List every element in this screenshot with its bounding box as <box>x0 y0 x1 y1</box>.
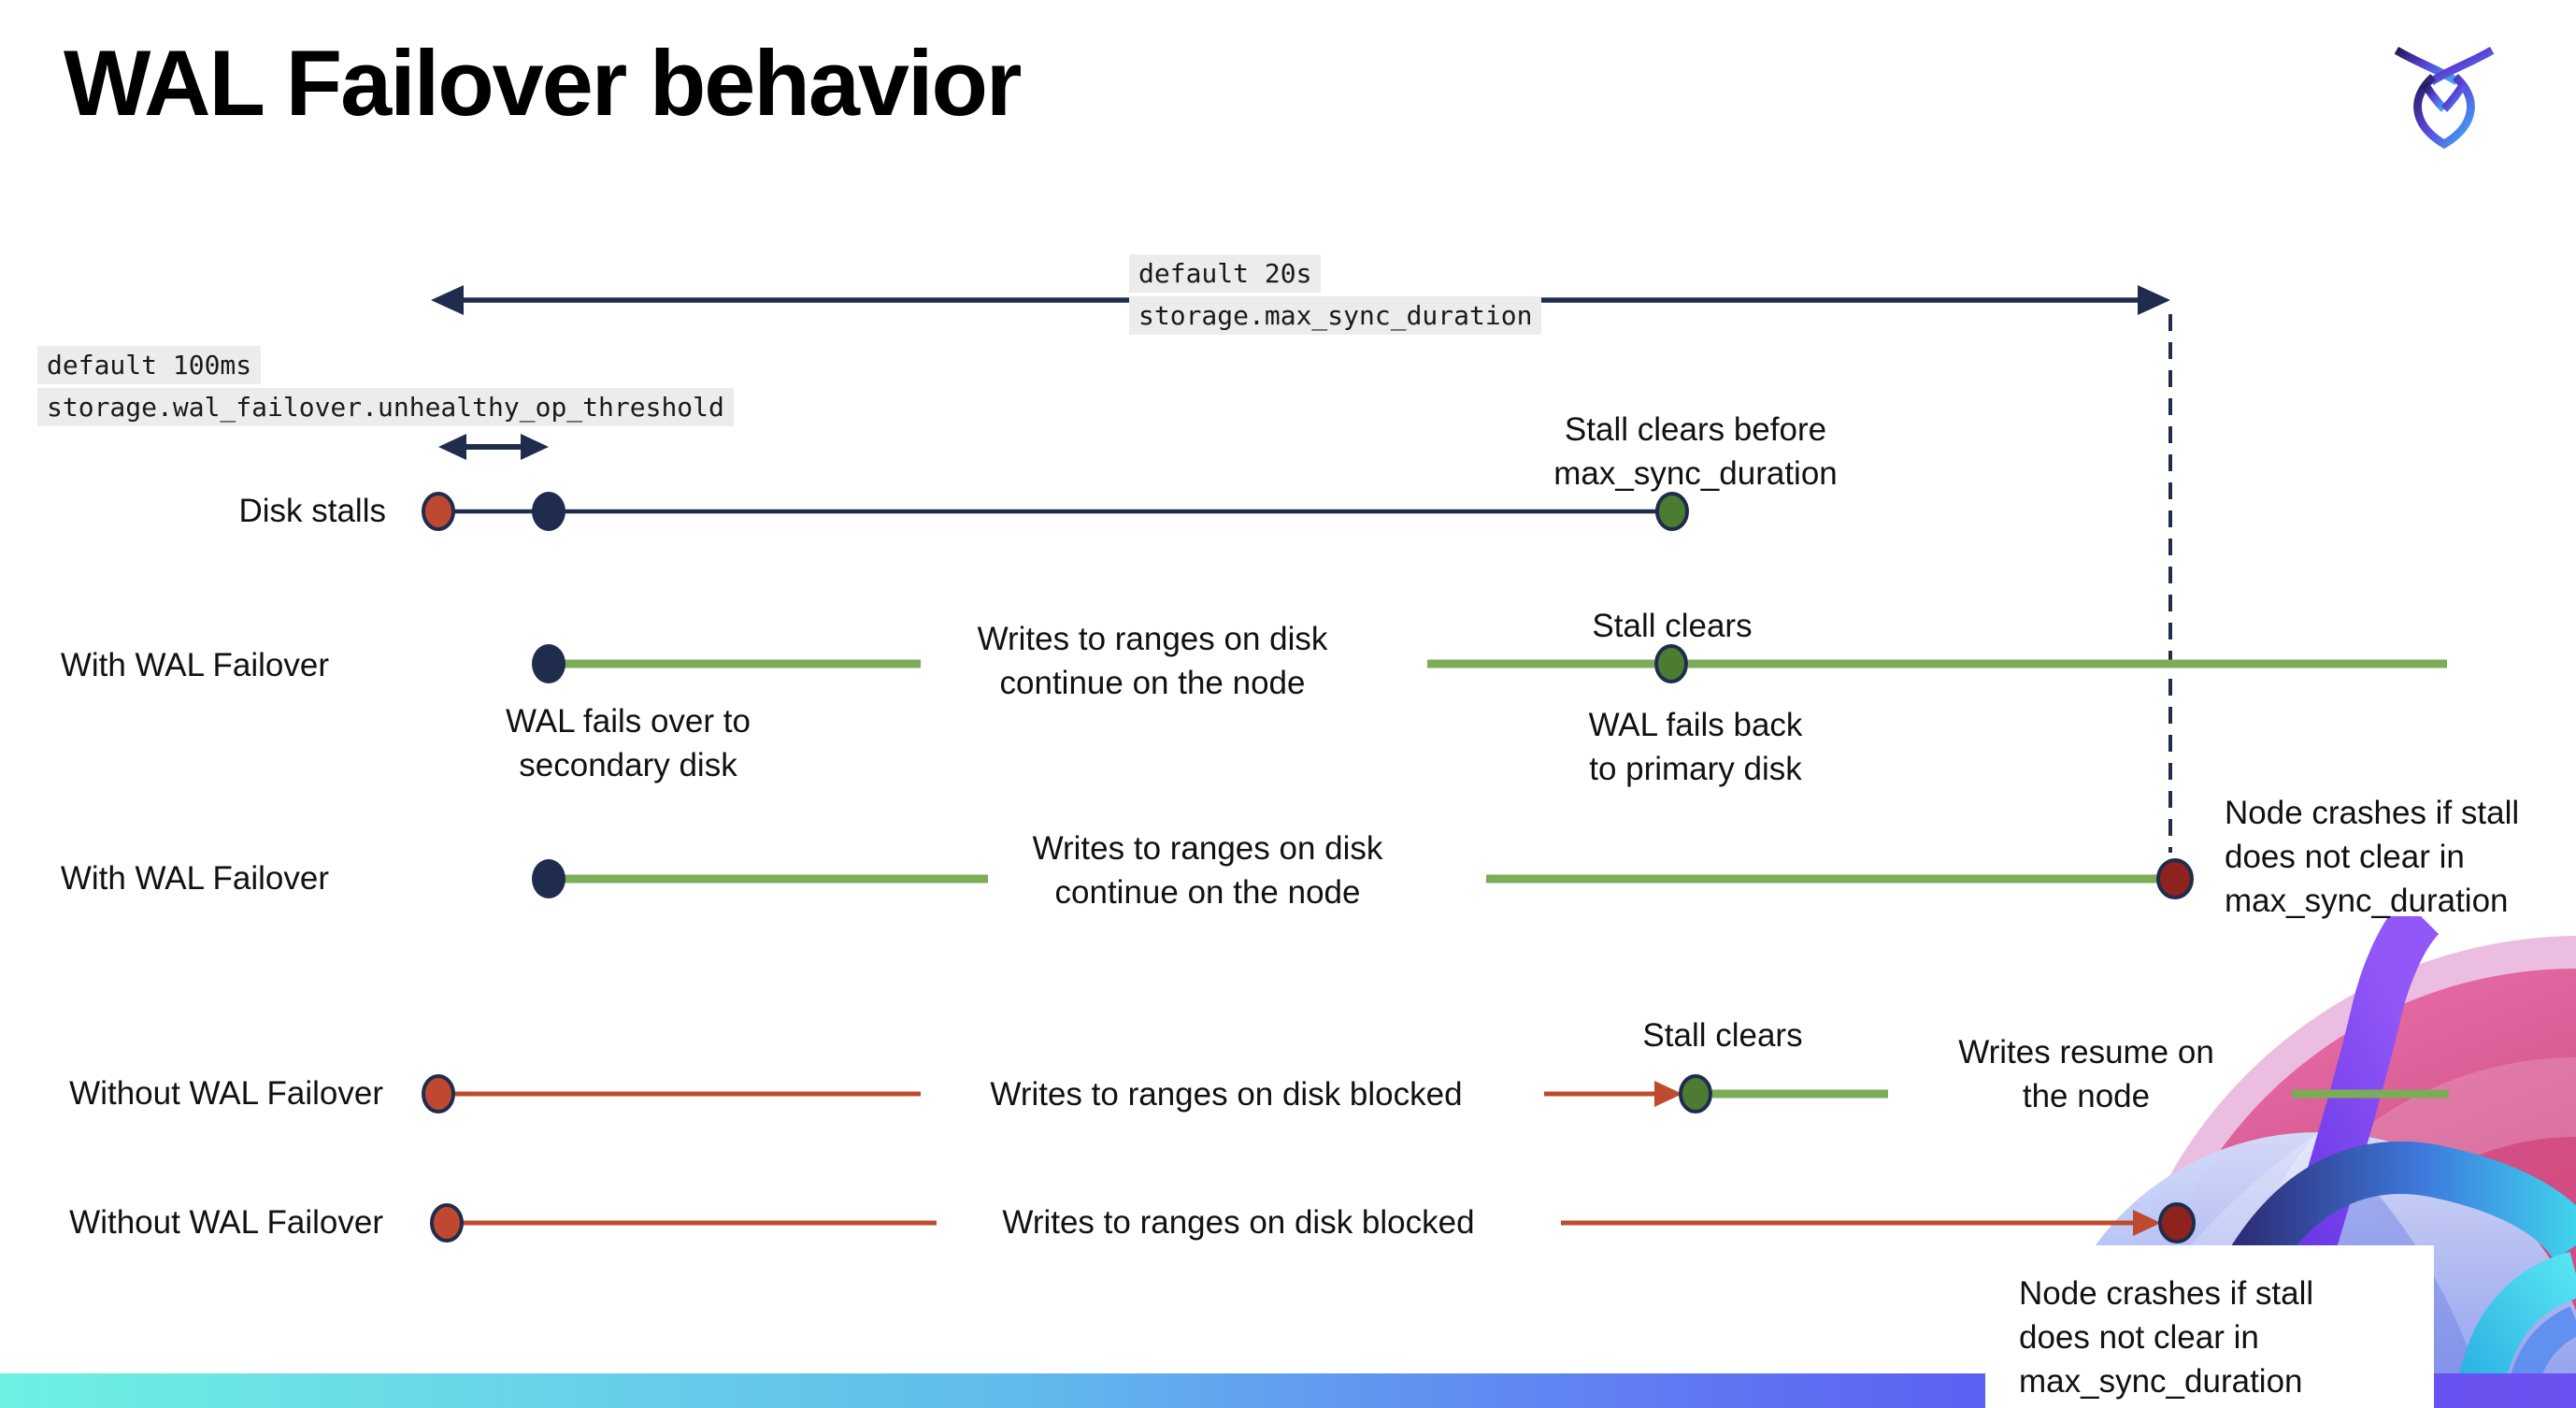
threshold-dot <box>532 492 565 531</box>
config-default-value: default 100ms <box>37 346 262 384</box>
note-writes-continue-2: Writes to ranges on disk continue on the… <box>1032 830 1383 911</box>
stall-start-dot <box>430 1203 464 1243</box>
note-stall-clears-before: Stall clears before max_sync_duration <box>1553 411 1838 492</box>
failover-dot <box>532 859 565 898</box>
stall-clears-dot <box>1654 644 1688 683</box>
row-label-with-wal-failover-1: With WAL Failover <box>60 647 329 683</box>
stall-start-dot <box>422 492 455 531</box>
unhealthy-op-threshold-config-label: default 100ms storage.wal_failover.unhea… <box>37 346 734 430</box>
red-arrow-head-icon <box>2133 1210 2161 1236</box>
logo-body <box>2413 74 2475 150</box>
row-label-with-wal-failover-2: With WAL Failover <box>60 860 329 897</box>
arrow-right-head-icon <box>2138 285 2170 315</box>
crash-note-box: Node crashes if stall does not clear in … <box>1985 1245 2434 1408</box>
stall-clears-dot <box>1655 492 1689 531</box>
note-writes-blocked-2: Writes to ranges on disk blocked <box>1002 1204 1475 1241</box>
page-title: WAL Failover behavior <box>64 31 1022 135</box>
arrow-right-head-icon <box>521 434 549 460</box>
logo-antenna-right <box>2428 46 2495 85</box>
stall-clears-dot <box>1679 1074 1712 1113</box>
arrow-left-head-icon <box>431 285 464 315</box>
config-setting-name: storage.wal_failover.unhealthy_op_thresh… <box>37 388 734 426</box>
logo-branch-left <box>2421 81 2448 112</box>
note-wal-fails-over: WAL fails over to secondary disk <box>506 703 751 783</box>
row-label-without-wal-failover-2: Without WAL Failover <box>69 1204 383 1241</box>
artwork-body-band <box>2220 1142 2576 1290</box>
stall-start-dot <box>422 1074 455 1113</box>
note-writes-blocked-1: Writes to ranges on disk blocked <box>990 1076 1463 1113</box>
cockroachdb-logo-icon <box>2394 46 2495 150</box>
note-writes-continue-1: Writes to ranges on disk continue on the… <box>977 621 1328 701</box>
note-stall-clears-2: Stall clears <box>1642 1017 1803 1054</box>
logo-branch-right <box>2440 81 2468 112</box>
note-wal-fails-back: WAL fails back to primary disk <box>1588 707 1803 787</box>
failover-dot <box>532 644 565 683</box>
row-label-without-wal-failover-1: Without WAL Failover <box>69 1075 383 1112</box>
row-label-disk-stalls: Disk stalls <box>238 493 386 529</box>
max-sync-duration-config-label: default 20s storage.max_sync_duration <box>1129 254 1542 338</box>
config-default-value: default 20s <box>1129 254 1322 293</box>
node-crash-dot <box>2156 858 2194 899</box>
logo-antenna-left <box>2394 46 2460 85</box>
red-arrow-head-icon <box>1654 1081 1682 1107</box>
note-writes-resume: Writes resume on the node <box>1958 1034 2214 1114</box>
note-stall-clears-1: Stall clears <box>1592 608 1753 644</box>
config-setting-name: storage.max_sync_duration <box>1129 296 1542 335</box>
node-crash-dot <box>2158 1202 2196 1243</box>
note-node-crashes-2: Node crashes if stall does not clear in … <box>2019 1275 2314 1400</box>
arrow-left-head-icon <box>438 434 466 460</box>
note-node-crashes-1: Node crashes if stall does not clear in … <box>2225 795 2520 919</box>
